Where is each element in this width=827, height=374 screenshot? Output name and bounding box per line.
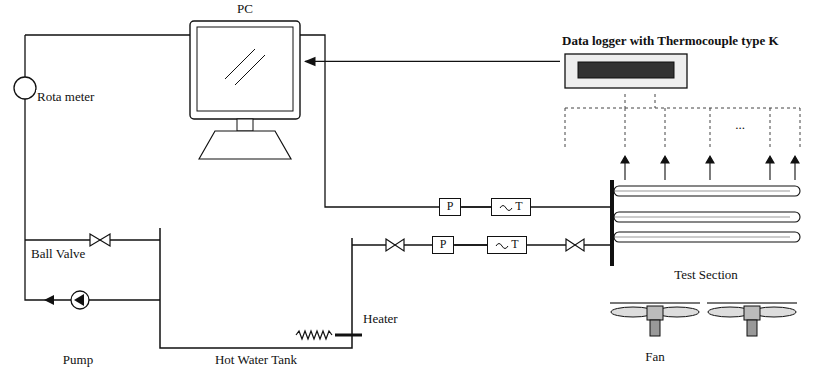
return-pipe — [25, 35, 612, 207]
part-label: Pump — [62, 353, 94, 368]
suction-pipe — [25, 35, 160, 300]
data-logger: Data logger with Thermocouple type K — [560, 34, 781, 89]
instrument-letter: T — [515, 200, 522, 214]
computer-monitor: PC — [185, 2, 305, 169]
pipework — [25, 35, 612, 348]
ball-valve-symbol — [90, 234, 110, 246]
thermometer-symbol — [499, 202, 513, 212]
rotameter-symbol — [14, 77, 36, 99]
thermocouple-wires — [565, 94, 800, 150]
heater-symbol — [296, 331, 362, 339]
monitor-drawing — [185, 19, 305, 169]
valve-symbol — [386, 239, 584, 251]
pressure-gauge: P — [439, 198, 462, 216]
part-label: Test Section — [673, 268, 739, 283]
hot-water-tank — [160, 228, 352, 348]
part-label: Hot Water Tank — [214, 353, 298, 368]
thermometer-symbol — [495, 240, 509, 250]
instrument-letter: T — [511, 238, 518, 252]
instrument-letter: P — [447, 200, 454, 214]
heat-flow-arrows — [621, 156, 799, 180]
part-label: Heater — [362, 312, 399, 327]
test-section-tubes — [610, 180, 800, 266]
part-label: Ball Valve — [30, 247, 86, 262]
connector-line — [454, 244, 487, 245]
instrument-letter: P — [440, 238, 447, 252]
connector-line — [461, 206, 491, 207]
temperature-sensor: T — [487, 236, 526, 254]
pressure-gauge: P — [432, 236, 455, 254]
ellipsis-label: ... — [734, 118, 746, 133]
node-label: Data logger with Thermocouple type K — [562, 34, 779, 49]
fan-symbol — [610, 302, 797, 336]
logger-display — [564, 53, 688, 89]
connector-line — [305, 61, 560, 62]
part-label: Fan — [644, 350, 666, 365]
part-label: Rota meter — [36, 90, 95, 105]
node-label: PC — [185, 2, 305, 17]
temperature-sensor: T — [491, 198, 530, 216]
pump-symbol — [44, 291, 89, 309]
